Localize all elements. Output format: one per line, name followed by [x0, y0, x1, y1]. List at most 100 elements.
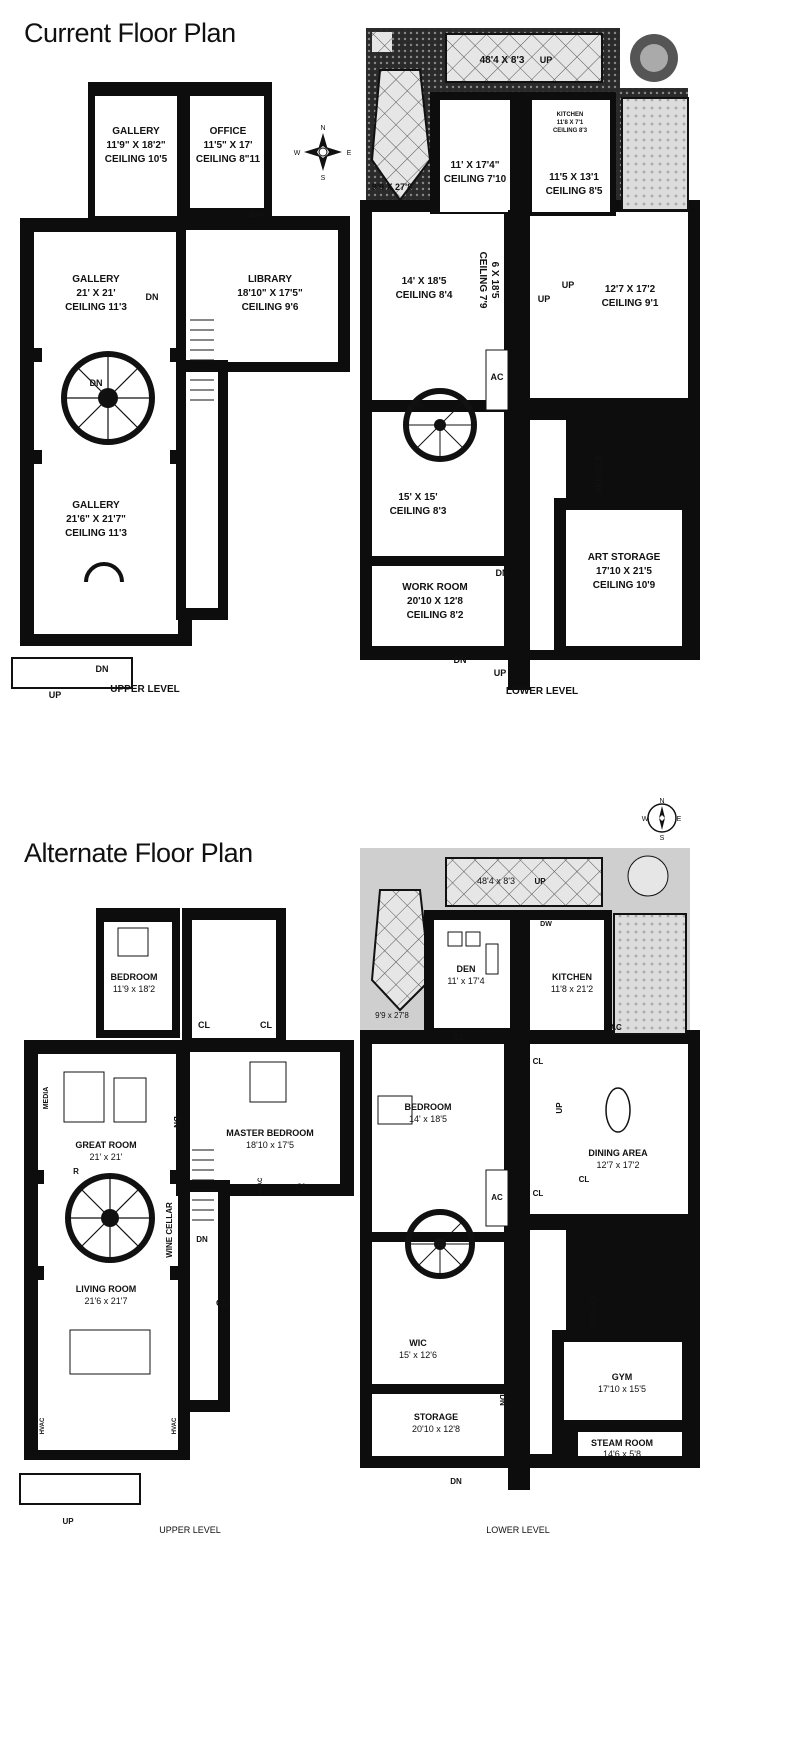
alt-service-label: SERVICE — [589, 1293, 598, 1328]
cur-art-storage-name: ART STORAGE — [588, 552, 661, 563]
cur-gallery-top-ceiling: CEILING 10'5 — [105, 154, 168, 165]
cur-room-c-ceiling: CEILING 8'4 — [396, 290, 453, 301]
alt-compass-n: N — [659, 798, 664, 805]
cur-library-name: LIBRARY — [248, 274, 292, 285]
cur-gallery-bottom-size: 21'6" X 21'7" — [66, 514, 126, 525]
alt-lower-bedroom-name: BEDROOM — [405, 1102, 452, 1112]
alt-gym-size: 17'10 x 15'5 — [598, 1384, 646, 1394]
cur-library-size: 18'10" X 17'5" — [237, 288, 303, 299]
alternate-lower-level — [360, 848, 700, 1490]
alt-great-room-size: 21' x 21' — [90, 1152, 123, 1162]
cur-lower-up-entry: UP — [494, 668, 507, 678]
cur-gallery-mid-name: GALLERY — [72, 274, 120, 285]
alt-cl-3: CL — [296, 1182, 308, 1192]
cur-lower-up-stair: UP — [412, 402, 425, 412]
alt-kitchen-name: KITCHEN — [552, 972, 592, 982]
alt-gym-name: GYM — [612, 1372, 633, 1382]
alt-upper-dn-hall: DN — [172, 1116, 181, 1128]
alt-great-room-name: GREAT ROOM — [75, 1140, 136, 1150]
cur-gallery-top-size: 11'9" X 18'2" — [106, 140, 166, 151]
cur-work-room-size: 20'10 X 12'8 — [407, 596, 463, 607]
alt-storage-name: STORAGE — [414, 1412, 458, 1422]
cur-room-e-size: 15' X 15' — [398, 492, 437, 503]
alt-living-room-size: 21'6 x 21'7 — [85, 1296, 128, 1306]
cur-room-d-ceiling: CEILING 9'1 — [602, 298, 659, 309]
alternate-plan-heading: Alternate Floor Plan — [24, 838, 253, 868]
cur-kitchen-size: 11'8 X 7'1 — [557, 120, 584, 126]
alt-lower-ac-kitchen: AC — [610, 1023, 622, 1032]
cur-lower-ac: AC — [491, 372, 504, 382]
cur-room-d-size: 12'7 X 17'2 — [605, 284, 656, 295]
cur-lower-dn-hall: DN — [496, 568, 509, 578]
alt-hvac-right: HVAC — [172, 1417, 178, 1434]
cur-office-size: 11'5" X 17' — [204, 140, 253, 151]
alt-cl-4: CL — [216, 1298, 228, 1308]
alt-lower-bedroom-size: 14' x 18'5 — [409, 1114, 447, 1124]
alt-lower-cl-dining: CL — [533, 1189, 544, 1198]
alt-terrace-label: 48'4 x 8'3 — [477, 876, 515, 886]
cur-lower-level-label: LOWER LEVEL — [506, 686, 578, 697]
cur-room-b-size: 11'5 X 13'1 — [549, 172, 599, 183]
alt-lower-up-stair: UP — [408, 1231, 420, 1240]
alt-wine-cellar-label: WINE CELLAR — [165, 1202, 174, 1258]
alt-bedroom-name: BEDROOM — [111, 972, 158, 982]
cur-room-a-ceiling: CEILING 7'10 — [444, 174, 507, 185]
alt-lower-cl-kitchen: CL — [533, 1057, 544, 1066]
alt-lower-cl-bath: CL — [579, 1175, 590, 1184]
cur-lower-up-right: UP — [562, 280, 575, 290]
alt-upper-level-label: UPPER LEVEL — [159, 1525, 221, 1535]
alt-lower-ac-hall: AC — [491, 1193, 503, 1202]
alt-dining-size: 12'7 x 17'2 — [597, 1160, 640, 1170]
current-plan-heading: Current Floor Plan — [24, 18, 236, 48]
cur-upper-level-label: UPPER LEVEL — [110, 684, 179, 695]
alt-master-bedroom-size: 18'10 x 17'5 — [246, 1140, 294, 1150]
cur-hall-size: 6 X 18'5 — [489, 262, 500, 299]
cur-bar-label: BAR — [249, 212, 264, 219]
cur-gallery-bottom-ceiling: CEILING 11'3 — [65, 528, 127, 539]
cur-room-c-size: 14' X 18'5 — [402, 276, 447, 287]
cur-lower-up-hall: UP — [538, 294, 551, 304]
alt-hvac-left: HVAC — [40, 1417, 46, 1434]
alt-upper-up-stoop: UP — [62, 1517, 74, 1526]
alt-hvac-master: HVAC — [258, 1177, 264, 1194]
cur-work-room-ceiling: CEILING 8'2 — [407, 610, 464, 621]
cur-compass-e: E — [347, 150, 352, 157]
cur-upper-dn-stoop: DN — [96, 664, 109, 674]
cur-library-ceiling: CEILING 9'6 — [242, 302, 299, 313]
alt-dining-name: DINING AREA — [588, 1148, 648, 1158]
alt-wic-name: WIC — [409, 1338, 427, 1348]
alt-lower-up-terrace: UP — [534, 877, 546, 886]
cur-service-label: SERVICE — [594, 454, 604, 493]
cur-patio-label: 9'9 X 27'8 — [372, 182, 412, 192]
current-upper-level — [11, 82, 350, 689]
cur-kitchen-ceiling: CEILING 8'3 — [553, 128, 588, 134]
alternate-compass-icon — [647, 803, 677, 833]
cur-work-room-name: WORK ROOM — [402, 582, 468, 593]
alt-lower-up-hall: UP — [555, 1102, 564, 1114]
cur-compass-n: N — [320, 125, 325, 132]
alt-lower-level-label: LOWER LEVEL — [486, 1525, 550, 1535]
alternate-upper-level — [19, 908, 354, 1505]
alt-kitchen-size: 11'8 x 21'2 — [551, 984, 593, 994]
current-compass-icon — [304, 133, 342, 171]
alt-lower-dn-entry: DN — [450, 1477, 462, 1486]
cur-office-name: OFFICE — [210, 126, 247, 137]
alt-lower-cl-den: CL — [455, 1033, 466, 1042]
cur-upper-dn-library: DN — [146, 292, 159, 302]
alt-steam-room-name: STEAM ROOM — [591, 1438, 653, 1448]
alt-r-label: R — [73, 1167, 79, 1176]
alt-master-bedroom-name: MASTER BEDROOM — [226, 1128, 314, 1138]
alt-wic-size: 15' x 12'6 — [399, 1350, 437, 1360]
alt-cl-2: CL — [260, 1020, 272, 1030]
cur-lower-up-terrace: UP — [540, 55, 553, 65]
cur-room-e-ceiling: CEILING 8'3 — [390, 506, 447, 517]
cur-lower-dn-entry: DN — [454, 655, 467, 665]
alt-upper-dn-stair: DN — [196, 1235, 208, 1244]
cur-kitchen-name: KITCHEN — [557, 112, 584, 118]
cur-room-b-ceiling: CEILING 8'5 — [546, 186, 603, 197]
alt-den-size: 11' x 17'4 — [447, 976, 484, 986]
alt-storage-size: 20'10 x 12'8 — [412, 1424, 460, 1434]
cur-compass-s: S — [321, 175, 326, 182]
alt-bedroom-size: 11'9 x 18'2 — [113, 984, 155, 994]
